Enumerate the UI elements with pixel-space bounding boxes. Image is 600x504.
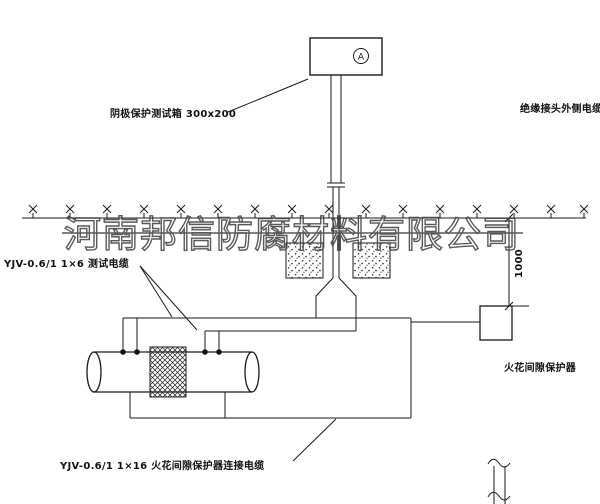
concrete-blocks — [285, 242, 391, 279]
watermark-text: 河南邦信防腐材料有限公司 — [64, 213, 520, 256]
conduit-riser — [327, 75, 345, 278]
label-dimension-1000: 1000 — [514, 248, 525, 278]
label-test-box: 阴极保护测试箱 300x200 — [110, 109, 237, 120]
test-box: A — [309, 37, 383, 76]
sleeve-hatch — [149, 346, 187, 398]
pipe-break-symbol — [487, 458, 511, 504]
label-spark-gap-protector: 火花间隙保护器 — [504, 363, 577, 374]
leader-lines — [139, 78, 337, 462]
spark-gap-device — [479, 305, 513, 341]
label-spark-gap-cable: YJV-0.6/1 1×16 火花间隙保护器连接电缆 — [60, 461, 265, 472]
meter-letter: A — [358, 53, 365, 63]
label-insulating-joint-cable: 绝缘接头外侧电缆 — [520, 104, 600, 115]
cad-weld-dots — [120, 349, 222, 355]
label-test-cable: YJV-0.6/1 1×6 测试电缆 — [4, 259, 130, 270]
watermark: 河南邦信防腐材料有限公司 — [62, 212, 523, 257]
cable-lines — [122, 277, 480, 419]
pipeline — [86, 346, 260, 398]
